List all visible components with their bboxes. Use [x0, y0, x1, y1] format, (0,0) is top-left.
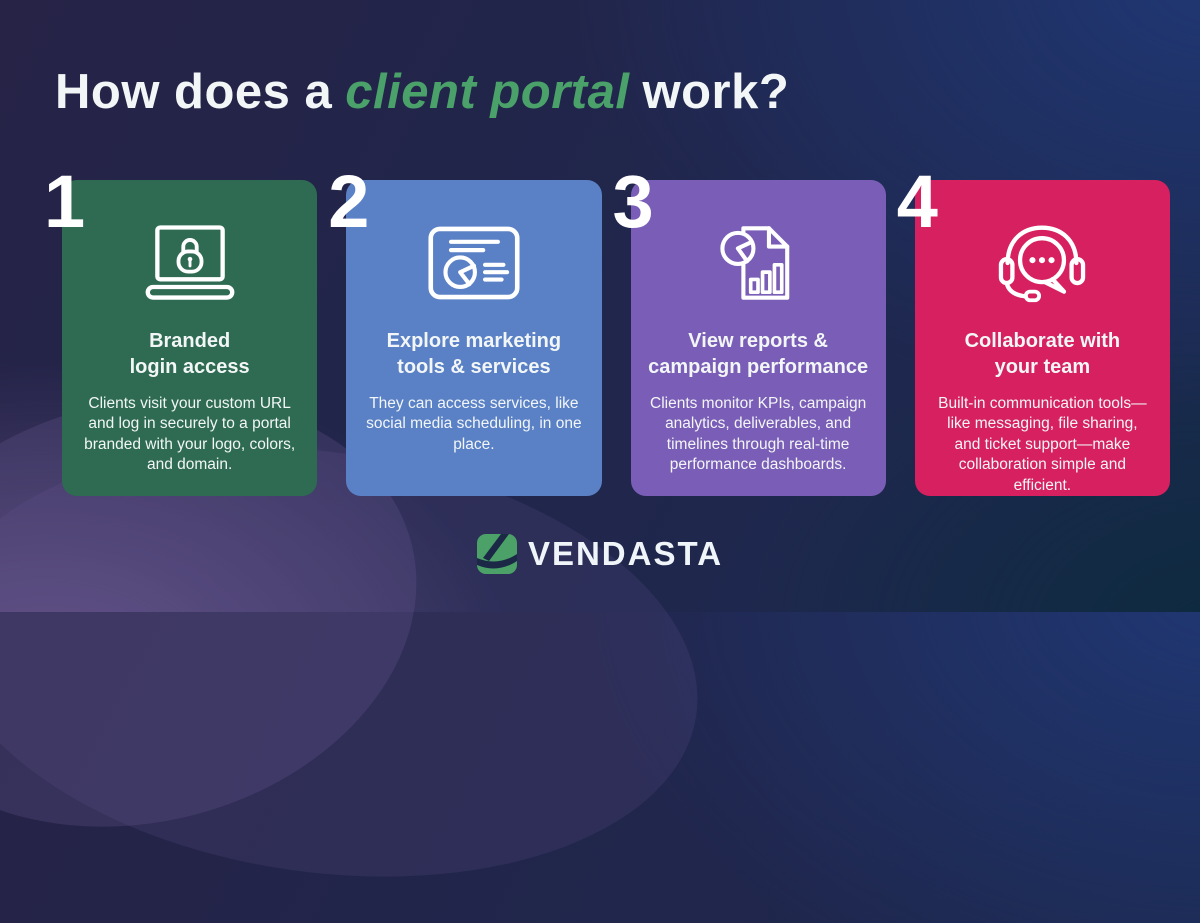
step-description: They can access services, like social me… — [366, 395, 582, 453]
steps-row: 1 Branded login access Clients visit you… — [44, 165, 1170, 496]
vendasta-logo-icon — [476, 534, 517, 574]
step-description: Built-in communication tools—like messag… — [938, 395, 1147, 494]
step-title: Collaborate with your team — [964, 330, 1121, 378]
step-number: 1 — [44, 160, 86, 243]
step-description: Clients monitor KPIs, campaign analytics… — [650, 395, 867, 474]
footer-brand: VENDASTA — [0, 534, 1200, 574]
step-number: 4 — [896, 160, 938, 243]
report-chart-icon — [645, 222, 872, 304]
step-title: Explore marketing tools & services — [386, 330, 562, 378]
step-description: Clients visit your custom URL and log in… — [84, 395, 296, 474]
vendasta-wordmark: VENDASTA — [527, 535, 724, 572]
step-number: 3 — [612, 160, 654, 243]
step-card-view-reports: 3 View reports & campaign performance Cl… — [613, 165, 886, 496]
step-card-branded-login: 1 Branded login access Clients visit you… — [44, 165, 318, 496]
title-suffix: work? — [642, 65, 790, 119]
headset-chat-icon — [929, 222, 1156, 304]
step-title: Branded login access — [129, 330, 250, 378]
step-card-marketing-tools: 2 Explore marketing tools & services The… — [328, 165, 602, 496]
step-number: 2 — [328, 160, 370, 243]
title-prefix: How does a — [55, 65, 333, 119]
step-card-collaborate: 4 Collaborate with your team Built-in co… — [897, 165, 1170, 496]
title-highlight: client portal — [345, 65, 630, 119]
laptop-lock-icon — [76, 222, 303, 304]
marketing-card-icon — [360, 222, 587, 304]
step-title: View reports & campaign performance — [648, 330, 869, 378]
